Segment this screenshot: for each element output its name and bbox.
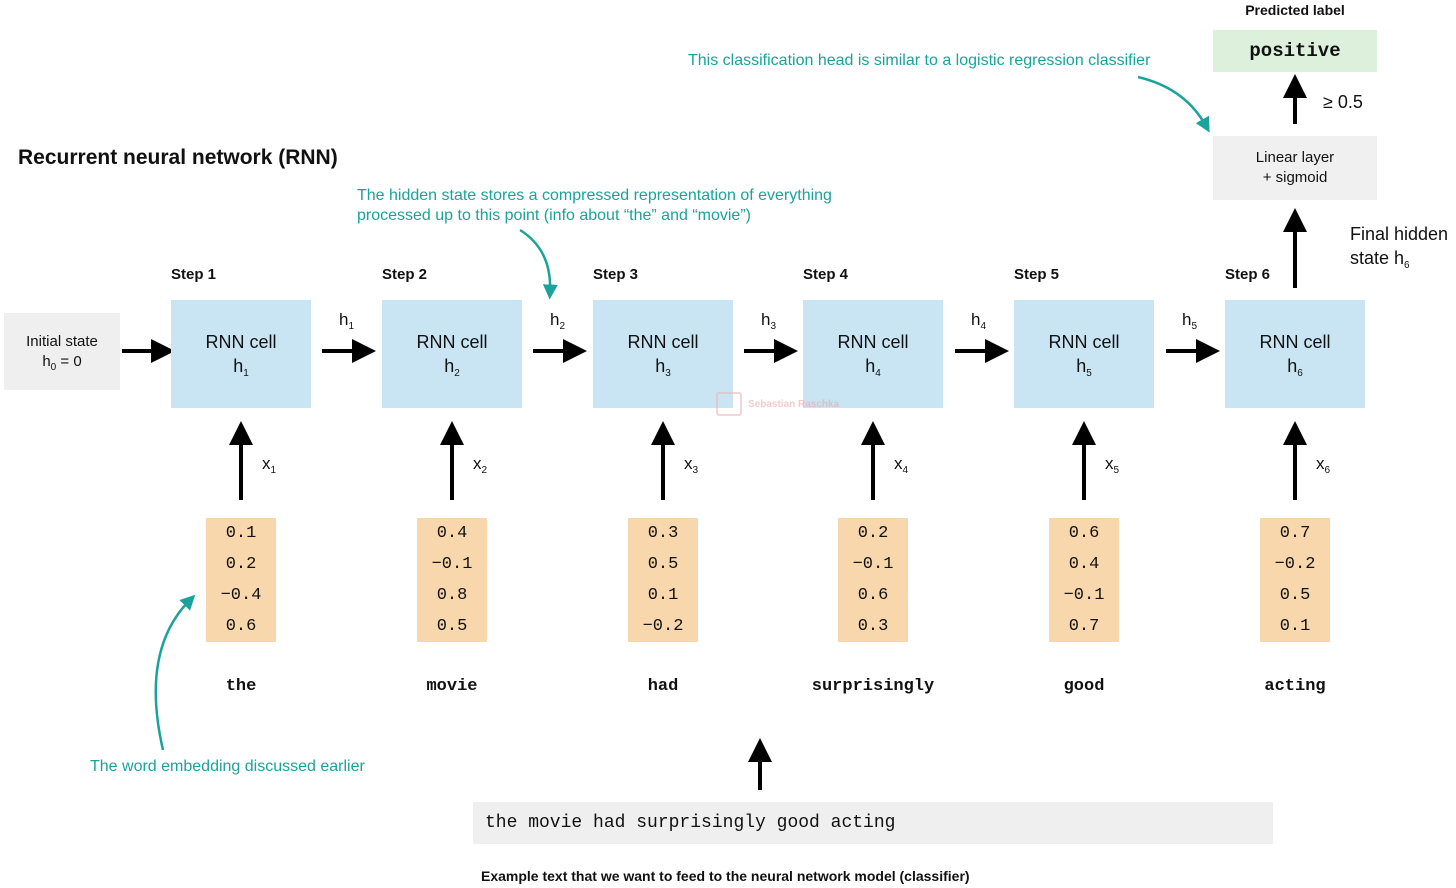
input-word: had	[647, 677, 679, 696]
rnn-cell-label: RNN cell	[416, 332, 488, 352]
annotation-hidden-line2: processed up to this point (info about “…	[357, 207, 751, 224]
rnn-cell-label: RNN cell	[627, 332, 699, 352]
input-text-box: the movie had surprisingly good acting	[473, 802, 1273, 844]
step-label: Step 5	[1014, 266, 1060, 283]
step-label: Step 3	[593, 266, 639, 283]
hidden-state-label: h3	[761, 310, 777, 332]
step-label: Step 6	[1225, 266, 1271, 283]
input-label: x6	[1316, 454, 1331, 476]
teal-curve-hidden	[519, 228, 558, 300]
rnn-cell-label: RNN cell	[1048, 332, 1120, 352]
linear-sigmoid-box: Linear layer + sigmoid	[1213, 136, 1377, 200]
hidden-state-label: h2	[550, 310, 566, 332]
final-hidden-label: Final hidden state h6	[1350, 224, 1449, 271]
input-label: x4	[894, 454, 909, 476]
teal-curve-embedding	[154, 594, 196, 751]
step-label: Step 1	[171, 266, 217, 283]
input-label: x1	[262, 454, 277, 476]
rnn-cell: RNN cell h3	[593, 300, 733, 408]
step-label: Step 4	[803, 266, 849, 283]
rnn-cell-label: RNN cell	[205, 332, 277, 352]
rnn-cell-label: RNN cell	[1259, 332, 1331, 352]
threshold-label: ≥ 0.5	[1323, 92, 1363, 112]
rnn-cell-label: RNN cell	[837, 332, 909, 352]
hidden-state-label: h1	[339, 310, 355, 332]
input-word: the	[225, 677, 257, 696]
diagram-title: Recurrent neural network (RNN)	[18, 146, 338, 169]
input-word: good	[1063, 677, 1105, 696]
rnn-cell: RNN cell h2	[382, 300, 522, 408]
annotation-hidden-line1: The hidden state stores a compressed rep…	[357, 187, 832, 204]
initial-state-label: Initial state	[26, 332, 98, 350]
watermark-logo-icon	[716, 392, 742, 416]
head-line2: + sigmoid	[1262, 169, 1328, 186]
initial-state-value: h0 = 0	[42, 352, 82, 373]
rnn-cell: RNN cell h1	[171, 300, 311, 408]
rnn-cell: RNN cell h6	[1225, 300, 1365, 408]
predicted-label-box: positive	[1213, 30, 1377, 72]
watermark: Sebastian Raschka	[716, 392, 839, 416]
input-word: surprisingly	[811, 677, 935, 696]
rnn-cell-hidden: h3	[655, 356, 671, 379]
rnn-cell-hidden: h1	[233, 356, 249, 379]
step-label: Step 2	[382, 266, 428, 283]
rnn-cell: RNN cell h5	[1014, 300, 1154, 408]
input-word: movie	[426, 677, 478, 696]
input-label: x2	[473, 454, 488, 476]
teal-curve-head	[1137, 75, 1210, 133]
head-line1: Linear layer	[1255, 149, 1335, 166]
rnn-cell-hidden: h2	[444, 356, 460, 379]
rnn-cell-hidden: h4	[865, 356, 881, 379]
input-word: acting	[1264, 677, 1326, 696]
rnn-cell: RNN cell h4	[803, 300, 943, 408]
rnn-cell-hidden: h5	[1076, 356, 1092, 379]
rnn-cell-hidden: h6	[1287, 356, 1303, 379]
hidden-state-label: h4	[971, 310, 987, 332]
annotation-head: This classification head is similar to a…	[688, 52, 1151, 69]
input-caption: Example text that we want to feed to the…	[481, 868, 970, 884]
annotation-embedding: The word embedding discussed earlier	[90, 758, 365, 775]
hidden-state-label: h5	[1182, 310, 1198, 332]
initial-state-box: Initial state h0 = 0	[4, 313, 120, 390]
input-label: x3	[684, 454, 699, 476]
predicted-label-title: Predicted label	[1245, 2, 1345, 18]
input-label: x5	[1105, 454, 1120, 476]
